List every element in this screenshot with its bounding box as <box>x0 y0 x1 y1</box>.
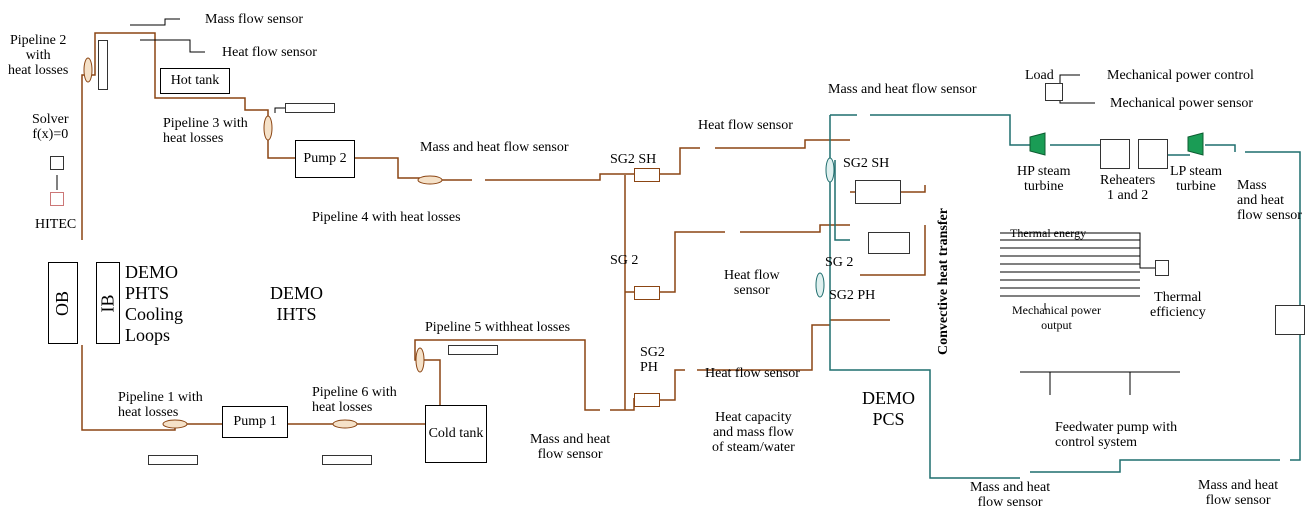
mass-heat-sensor-bottom-label: Mass and heat flow sensor <box>530 432 610 462</box>
pump2-top-signal <box>275 108 285 113</box>
sg2-label: SG 2 <box>610 253 638 268</box>
reheater2-block[interactable] <box>1138 139 1168 169</box>
sg-teal-links <box>835 160 850 240</box>
pcs-right-block[interactable] <box>1275 305 1305 335</box>
mech-control-line <box>1060 75 1080 95</box>
pcs-sensor-to-hp <box>870 115 1035 145</box>
pcs-pipe-symbol-2 <box>816 273 824 297</box>
thermal-efficiency-block[interactable] <box>1155 260 1169 276</box>
heat-flow-sensor-sh-label: Heat flow sensor <box>698 118 793 133</box>
sg2ph-block[interactable] <box>634 393 660 407</box>
ob-block[interactable]: OB <box>48 262 78 344</box>
pipeline2-label: Pipeline 2 with heat losses <box>8 33 68 78</box>
pipeline4-label: Pipeline 4 with heat losses <box>312 210 461 225</box>
demo-phts-label: DEMO PHTS Cooling Loops <box>125 262 183 346</box>
hot-tank-block[interactable]: Hot tank <box>160 68 230 94</box>
sensor-to-sg2sh <box>485 174 634 180</box>
sg2-ph-pcs-label: SG2 PH <box>829 288 875 303</box>
pipeline1-label: Pipeline 1 with heat losses <box>118 390 203 420</box>
sg2-block[interactable] <box>634 286 660 300</box>
ib-label: IB <box>98 294 119 312</box>
heat-flow-sensor-ph-label: Heat flow sensor <box>705 366 800 381</box>
lp-turbine-label: LP steam turbine <box>1170 164 1222 194</box>
solver-label: Solver f(x)=0 <box>32 112 69 142</box>
sg2-sh-pcs-label: SG2 SH <box>843 156 889 171</box>
sg2sh-pcs-block[interactable] <box>855 180 901 204</box>
solver-block[interactable] <box>50 156 64 170</box>
pipeline5-label: Pipeline 5 withheat losses <box>425 320 570 335</box>
cold-tank-block[interactable]: Cold tank <box>425 405 487 463</box>
lp-turbine-symbol <box>1188 133 1203 155</box>
pipeline5-block[interactable] <box>448 345 498 355</box>
demo-pcs-label: DEMO PCS <box>862 388 915 430</box>
sg2-ph-label: SG2 PH <box>640 345 665 375</box>
demo-ihts-label: DEMO IHTS <box>270 283 323 325</box>
load-label: Load <box>1025 68 1054 83</box>
mech-sensor-line <box>1060 95 1095 103</box>
thermal-energy-label: Thermal energy <box>1010 226 1086 241</box>
heat-sensor-ph-out <box>697 325 830 370</box>
pipeline3-label: Pipeline 3 with heat losses <box>163 116 248 146</box>
mech-power-output-label: Mechanical power output <box>1012 303 1101 333</box>
mass-heat-sensor-ihts-label: Mass and heat flow sensor <box>420 140 569 155</box>
cold-tank-to-pipeline5 <box>415 340 600 410</box>
hot-tank-signal-2 <box>140 40 205 52</box>
ib-block[interactable]: IB <box>96 262 120 344</box>
feedwater-line <box>1030 460 1280 472</box>
pipeline6-label: Pipeline 6 with heat losses <box>312 385 397 415</box>
hot-tank-signal <box>130 19 180 25</box>
mass-heat-sensor-right-label: Mass and heat flow sensor <box>1237 178 1302 223</box>
pipeline3-to-pump2 <box>268 140 295 158</box>
lp-to-sensor <box>1205 145 1235 152</box>
heat-flow-sensor-sg2-label: Heat flow sensor <box>724 268 780 298</box>
hp-turbine-symbol <box>1030 133 1045 155</box>
pipeline3-symbol <box>264 116 272 140</box>
hitec-block[interactable] <box>50 192 64 206</box>
mass-heat-sensor-pcs-top-label: Mass and heat flow sensor <box>828 82 977 97</box>
pipeline4-symbol <box>418 176 442 184</box>
sg2sh-block[interactable] <box>634 168 660 182</box>
pipeline3-block[interactable] <box>285 103 335 113</box>
sg2-to-heat-sensor <box>660 232 725 292</box>
pipeline2-block[interactable] <box>98 40 108 90</box>
pipeline6-symbol <box>333 420 357 428</box>
thermal-efficiency-label: Thermal efficiency <box>1150 290 1206 320</box>
sgsh-to-heat-sensor <box>660 148 700 174</box>
mech-power-sensor-label: Mechanical power sensor <box>1110 96 1253 111</box>
pipeline6-block[interactable] <box>322 455 372 465</box>
convective-heat-transfer-label: Convective heat transfer <box>936 208 952 355</box>
sg2-sh-label: SG2 SH <box>610 152 656 167</box>
mech-power-control-label: Mechanical power control <box>1107 68 1254 83</box>
sensor-to-sgph <box>610 398 634 410</box>
sg2-pcs-label: SG 2 <box>825 255 853 270</box>
mass-heat-sensor-pcs-bl-label: Mass and heat flow sensor <box>970 480 1050 510</box>
heat-sensor-sg2-out <box>740 225 850 232</box>
sg2-pcs-block[interactable] <box>868 232 910 254</box>
pcs-pipe-symbol-1 <box>826 158 834 182</box>
reheaters-label: Reheaters 1 and 2 <box>1100 173 1155 203</box>
load-block[interactable] <box>1045 83 1063 101</box>
mass-heat-sensor-pcs-br-label: Mass and heat flow sensor <box>1198 478 1278 508</box>
pump2-block[interactable]: Pump 2 <box>295 140 355 178</box>
pipeline2-symbol <box>84 58 92 82</box>
mass-flow-sensor-top-label: Mass flow sensor <box>205 12 303 27</box>
pipeline1-block[interactable] <box>148 455 198 465</box>
reheater1-block[interactable] <box>1100 139 1130 169</box>
feedwater-pump-label: Feedwater pump with control system <box>1055 420 1177 450</box>
hp-turbine-label: HP steam turbine <box>1017 164 1071 194</box>
hitec-label: HITEC <box>35 217 76 232</box>
pipeline5-symbol <box>416 348 424 372</box>
pump1-block[interactable]: Pump 1 <box>222 406 288 438</box>
pump2-to-pipeline4 <box>355 158 420 178</box>
ob-label: OB <box>52 290 73 315</box>
heat-capacity-label: Heat capacity and mass flow of steam/wat… <box>712 410 795 455</box>
heat-flow-sensor-top-label: Heat flow sensor <box>222 45 317 60</box>
pipeline1-symbol <box>163 420 187 428</box>
